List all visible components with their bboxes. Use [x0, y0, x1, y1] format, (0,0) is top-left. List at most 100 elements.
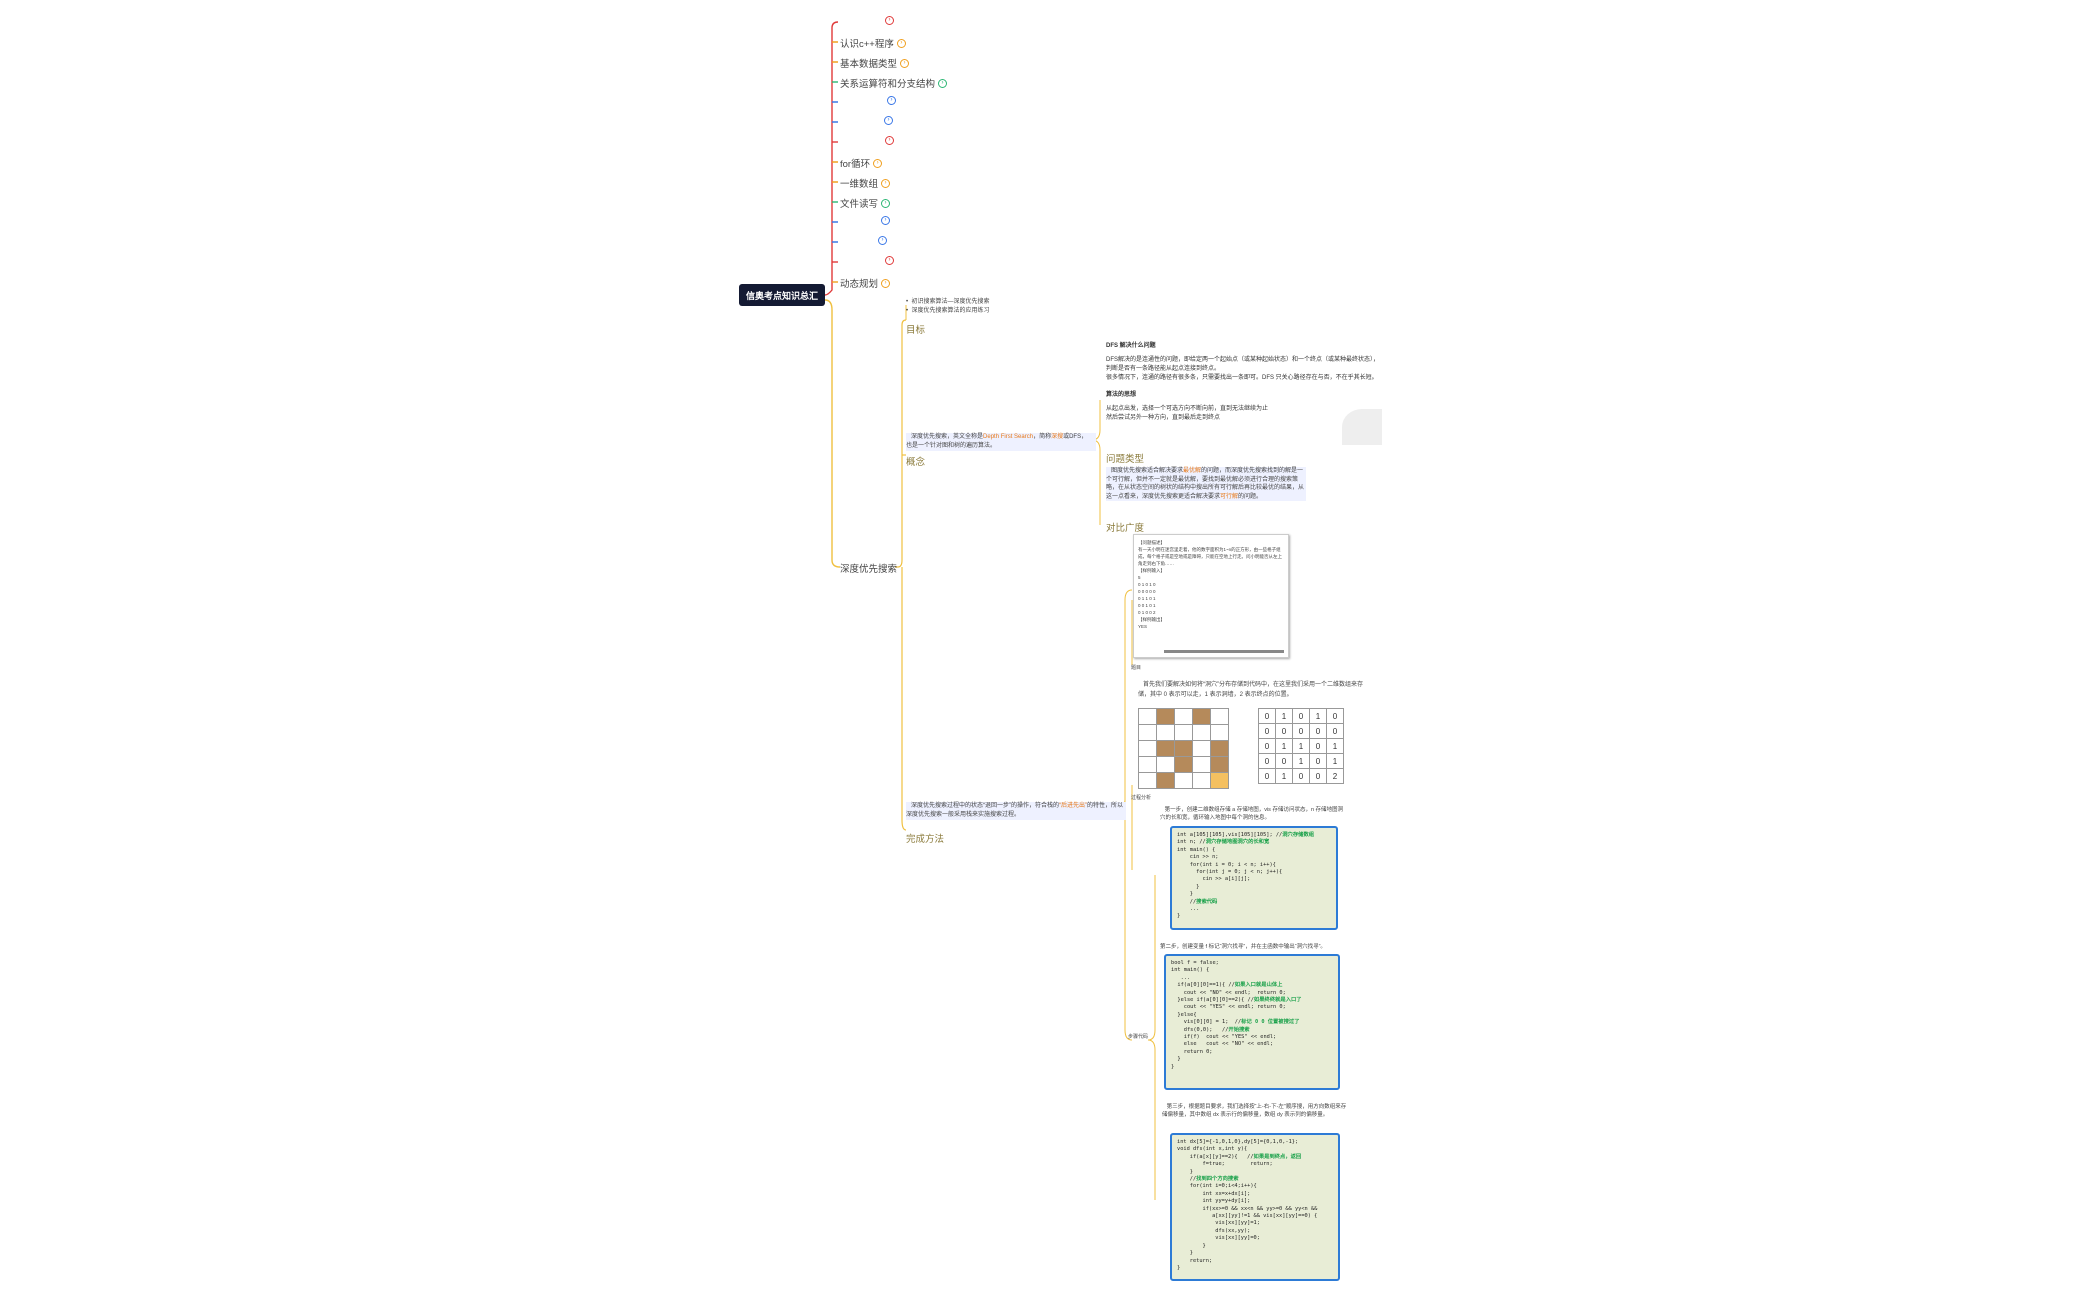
goal-label[interactable]: 目标 [906, 325, 926, 336]
code-line: for(int j = 0; j < n; j++){ [1177, 869, 1331, 876]
code-text: int a[105][105],vis[105][105]; // [1177, 832, 1283, 838]
branch-topic[interactable]: 动态规划› [840, 276, 891, 290]
code-text: ... [1171, 974, 1191, 981]
sample-line: 5 [1138, 575, 1141, 580]
code-text: } [1177, 891, 1193, 898]
branch-topic[interactable]: › [840, 16, 894, 25]
concept-text: 深度优先搜索，英文全称是Depth First Search，简称深搜或DFS，… [906, 433, 1096, 451]
grid-cell [1174, 740, 1193, 757]
expand-icon[interactable]: › [884, 116, 893, 125]
code-line: ... [1177, 906, 1331, 913]
code-line: cin >> a[i][j]; [1177, 876, 1331, 883]
goal-item-text: 深度优先搜索算法的应用练习 [911, 308, 990, 314]
expand-icon[interactable]: › [885, 16, 894, 25]
branch-topic[interactable]: 认识c++程序› [840, 36, 906, 50]
code-line: }else if(a[0][0]==2){ //如果终终就是入口了 [1171, 997, 1333, 1004]
grid-cell [1156, 756, 1175, 773]
doc-scrollbar[interactable] [1164, 650, 1284, 653]
method-label[interactable]: 完成方法 [906, 834, 945, 845]
code-text: dfs(xx,yy); [1177, 1227, 1251, 1234]
tiny-label-problem: 题目 [1131, 665, 1142, 671]
grid-row [1138, 756, 1229, 773]
cave-picture-grid [1138, 708, 1229, 789]
dfs-label: 深度优先搜索 [840, 564, 898, 575]
expand-icon[interactable]: › [881, 178, 891, 188]
branch-topic[interactable]: › [840, 96, 896, 105]
code-text: // [1177, 1176, 1197, 1183]
code-text: int main() { [1177, 846, 1216, 853]
grid-row [1138, 740, 1229, 757]
expand-icon[interactable]: › [885, 256, 894, 265]
code-text: else cout << "NO" << endl; [1171, 1041, 1274, 1048]
branch-topic[interactable]: › [840, 116, 893, 125]
compare-label[interactable]: 对比广度 [1106, 523, 1145, 534]
code-text: int n; // [1177, 839, 1206, 846]
root-topic[interactable]: 信奥考点知识总汇 [739, 284, 825, 306]
expand-icon[interactable]: › [938, 78, 948, 88]
code-line: int main() { [1171, 967, 1333, 974]
method-part: “后进先出” [1059, 803, 1088, 809]
code-block-3[interactable]: int dx[5]={-1,0,1,0},dy[5]={0,1,0,-1};vo… [1170, 1133, 1340, 1281]
code-text: dfs(0,0); // [1171, 1026, 1229, 1033]
code-line: cin >> n; [1177, 854, 1331, 861]
code-comment: 找到四个方向搜索 [1196, 1176, 1239, 1183]
code-line: } [1177, 891, 1331, 898]
matrix-cell: 0 [1258, 753, 1276, 769]
grid-row [1138, 772, 1229, 789]
code-line: int xx=x+dx[i]; [1177, 1191, 1333, 1198]
topic-dfs[interactable]: 深度优先搜索 [840, 561, 897, 575]
expand-icon[interactable]: › [881, 216, 890, 225]
expand-icon[interactable]: › [881, 198, 891, 208]
branch-topic[interactable]: › [840, 236, 887, 245]
concept-part: 深搜 [1051, 434, 1064, 440]
problem-type-label[interactable]: 问题类型 [1106, 454, 1145, 465]
branch-topic[interactable]: › [840, 256, 894, 265]
grid-cell [1138, 772, 1157, 789]
concept-part: 深度优先搜索，英文全称是 [911, 434, 984, 440]
step-part: 第一步，创建二维数组存储 a 存储地图，vis 存储访问状态，n 存储地图洞穴的… [1160, 807, 1344, 821]
expand-icon[interactable]: › [900, 58, 910, 68]
code-block-2[interactable]: bool f = false;int main() { ... if(a[0][… [1164, 954, 1340, 1090]
expand-icon[interactable]: › [896, 38, 906, 48]
branch-topic[interactable]: 文件读写› [840, 196, 891, 210]
doc-out-text: YES [1138, 624, 1148, 629]
matrix-cell: 0 [1326, 708, 1344, 724]
code-line: return; [1177, 1258, 1333, 1265]
code-line: int n; //洞穴存储地图洞穴的长和宽 [1177, 839, 1331, 846]
card-title: DFS 解决什么问题 [1106, 343, 1156, 349]
matrix-cell: 0 [1309, 768, 1327, 784]
matrix-cell: 0 [1258, 738, 1276, 754]
concept-part: ，简称 [1033, 434, 1052, 440]
expand-icon[interactable]: › [887, 96, 896, 105]
code-line: dfs(0,0); //开始搜索 [1171, 1027, 1333, 1034]
analysis-part: 首先我们要解决如何将“洞穴”分布存储到代码中，在这里我们采用一个二维数组来存储，… [1138, 682, 1364, 698]
code-text: } [1177, 1264, 1181, 1271]
problem-document: 【问题描述】 有一天小明在迷宫里走着，他的数字面积为1~n的正方形，由一些格子组… [1133, 534, 1289, 658]
code-text: if(xx>=0 && xx<n && yy>=0 && yy<n && [1177, 1205, 1318, 1212]
expand-icon[interactable]: › [873, 158, 883, 168]
code-text: } [1177, 913, 1181, 920]
branch-topic[interactable]: for循环› [840, 156, 883, 170]
root-label: 信奥考点知识总汇 [745, 290, 818, 301]
card-title: 算法的思想 [1106, 392, 1137, 398]
branch-topic[interactable]: 基本数据类型› [840, 56, 910, 70]
branch-topic[interactable]: › [840, 216, 890, 225]
code-line: } [1171, 1064, 1333, 1071]
code-line: //找到四个方向搜索 [1177, 1176, 1333, 1183]
concept-part: Depth First Search [983, 434, 1034, 440]
expand-icon[interactable]: › [881, 278, 891, 288]
code-line: if(a[x][y]==2){ //如果是到终点，返回 [1177, 1154, 1333, 1161]
expand-icon[interactable]: › [885, 136, 894, 145]
expand-icon[interactable]: › [878, 236, 887, 245]
code-line: vis[xx][yy]=1; [1177, 1220, 1333, 1227]
branch-topic[interactable]: 关系运算符和分支结构› [840, 76, 948, 90]
matrix-cell: 0 [1292, 708, 1310, 724]
branch-topic[interactable]: 一维数组› [840, 176, 891, 190]
concept-label[interactable]: 概念 [906, 457, 926, 468]
branch-topic[interactable]: › [840, 136, 894, 145]
grid-cell [1210, 756, 1229, 773]
